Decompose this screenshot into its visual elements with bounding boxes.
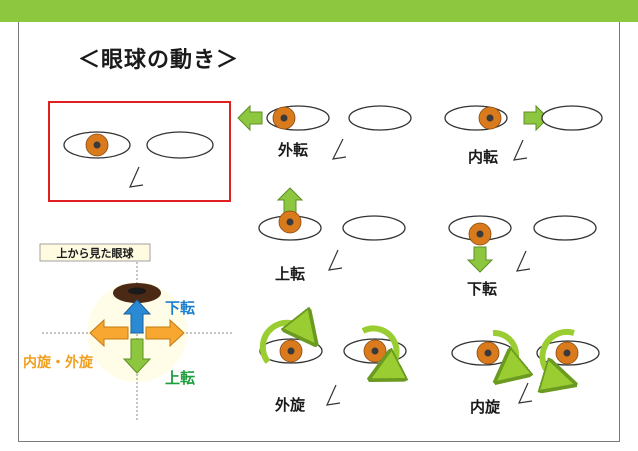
abduction-figure: 外転 <box>237 104 412 160</box>
nose-line <box>512 139 528 161</box>
blue-up-arrow-icon <box>122 299 152 334</box>
nose-line <box>325 384 341 406</box>
left-eye-outline <box>146 131 214 159</box>
depression-figure: 下転 <box>448 215 597 298</box>
rotation-arrow-icon <box>259 323 306 364</box>
green-down-arrow-icon <box>122 338 152 374</box>
pupil <box>93 141 101 149</box>
rotation-arrow-icon <box>493 329 516 372</box>
pupil <box>563 349 571 357</box>
frame-right-border <box>619 22 620 442</box>
slide-title: ＜眼球の動き＞ <box>78 48 240 73</box>
elevation-figure: 上転 <box>258 187 406 283</box>
nose-line <box>515 250 531 272</box>
header-bar <box>0 0 638 22</box>
eye-outline <box>533 215 597 241</box>
pupil <box>486 114 494 122</box>
pupil <box>484 349 492 357</box>
eye-outline <box>541 105 603 131</box>
eye-outline <box>342 215 406 241</box>
pupil <box>287 347 295 355</box>
nose-line <box>517 382 533 404</box>
rotation-arrow-icon <box>361 325 397 372</box>
nose-line <box>327 249 343 271</box>
reference-box <box>48 101 231 202</box>
extorsion-figure: 外旋 <box>259 323 406 414</box>
top-view-caption: 上から見た眼球 <box>57 246 135 260</box>
intorsion-figure: 内旋 <box>451 329 600 416</box>
top-view-label-depression: 下転 <box>165 299 195 317</box>
reference-eyes <box>63 131 214 188</box>
eye-outline <box>348 105 412 131</box>
top-view-label-elevation: 上転 <box>165 369 195 387</box>
label-abduction: 外転 <box>277 141 308 159</box>
nose-line <box>331 138 347 160</box>
label-elevation: 上転 <box>275 265 305 283</box>
frame-bottom-border <box>18 441 620 442</box>
orange-left-arrow-icon <box>89 318 129 348</box>
top-view-caption-box <box>39 243 151 262</box>
up-arrow-icon <box>276 187 304 214</box>
left-arrow-icon <box>237 104 263 132</box>
top-view-pupil <box>128 287 146 295</box>
label-depression: 下転 <box>467 280 497 298</box>
pupil <box>371 347 379 355</box>
top-view-diagram: 上から見た眼球 下転 上転 内旋・外旋 <box>23 243 232 420</box>
top-view-label-torsion: 内旋・外旋 <box>23 354 94 371</box>
rotation-arrow-icon <box>542 329 574 380</box>
label-extorsion: 外旋 <box>274 396 306 414</box>
pupil <box>280 114 288 122</box>
label-intorsion: 内旋 <box>470 398 501 416</box>
orange-right-arrow-icon <box>145 318 185 348</box>
pupil <box>476 230 484 238</box>
pupil <box>286 218 294 226</box>
nose-line <box>128 166 144 188</box>
adduction-figure: 内転 <box>444 104 603 166</box>
frame-left-border <box>18 22 19 442</box>
label-adduction: 内転 <box>468 148 498 166</box>
down-arrow-icon <box>466 246 494 273</box>
right-arrow-icon <box>523 104 549 132</box>
